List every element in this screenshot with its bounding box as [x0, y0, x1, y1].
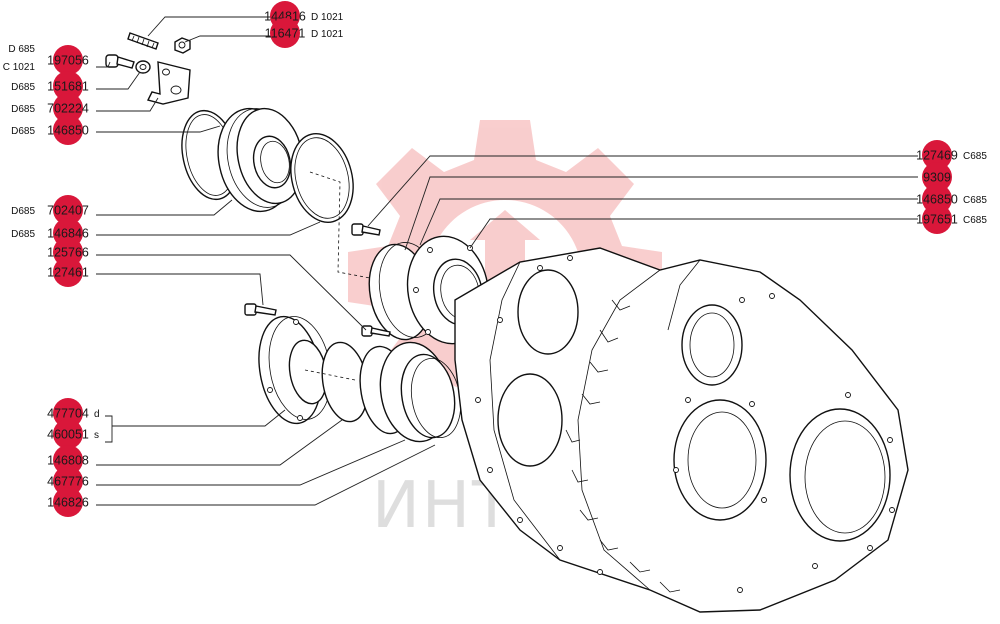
callout-dot	[53, 195, 83, 225]
callout-c12: 460051 s	[47, 419, 99, 449]
callout-reference: D 685	[8, 44, 35, 55]
callout-c10: 127461	[47, 257, 89, 287]
callout-part-number: 127469	[916, 149, 958, 163]
callout-part-number: 460051	[47, 428, 89, 442]
callout-reference: D685	[11, 229, 35, 240]
callout-part-number: 9309	[923, 171, 951, 185]
callout-part-number: 146826	[47, 496, 89, 510]
callout-c15: 146826	[47, 487, 89, 517]
bolt-lower-left	[244, 303, 277, 316]
callout-part-number: 146850	[916, 193, 958, 207]
callout-reference: s	[94, 430, 99, 441]
callout-dot	[53, 466, 83, 496]
callout-part-number: 477704	[47, 407, 89, 421]
callout-part-number: 144816	[264, 10, 306, 24]
callout-dot	[53, 445, 83, 475]
callout-reference: D 1021	[311, 29, 344, 40]
callout-dot	[53, 71, 83, 101]
callout-dot	[270, 18, 300, 48]
leader-lines	[96, 16, 918, 506]
callout-c13: 146808	[47, 445, 89, 475]
gear-case-housing	[454, 247, 909, 613]
callout-reference: D685	[11, 206, 35, 217]
callout-reference: C685	[963, 151, 987, 162]
bearing-cage-lower	[359, 341, 462, 443]
callout-dot	[53, 45, 83, 75]
callout-part-number: 151681	[47, 80, 89, 94]
nut	[174, 37, 191, 54]
callout-c19: 197651 C685	[916, 204, 987, 234]
callout-reference: D685	[11, 126, 35, 137]
callout-part-number: 125766	[47, 246, 89, 260]
callout-c16: 127469 C685	[916, 140, 987, 170]
callout-reference-secondary: C 1021	[3, 62, 36, 73]
callout-c4: 151681 D685	[11, 71, 89, 101]
callout-dot	[922, 204, 952, 234]
callout-reference: C685	[963, 215, 987, 226]
callout-dot	[53, 115, 83, 145]
callout-reference: C685	[963, 195, 987, 206]
callout-reference: d	[94, 409, 100, 420]
callout-c3: 197056 D 685 C 1021	[3, 44, 89, 75]
callout-dot	[53, 93, 83, 123]
callout-part-number: 146850	[47, 124, 89, 138]
callout-dot	[53, 419, 83, 449]
screw	[105, 54, 135, 69]
callout-reference: D 1021	[311, 12, 344, 23]
bearing-cover-upper	[217, 107, 304, 213]
bearing-cover-lower	[258, 315, 332, 425]
callout-reference: D685	[11, 82, 35, 93]
callout-part-number: 116471	[265, 27, 306, 41]
callout-dot	[922, 162, 952, 192]
callout-part-number: 146846	[47, 227, 89, 241]
stud-bolt	[127, 32, 159, 50]
callout-c6: 146850 D685	[11, 115, 89, 145]
callout-c2: 116471 D 1021	[265, 18, 344, 48]
callout-dot	[53, 398, 83, 428]
bracket-plate	[146, 61, 191, 105]
part-callouts: 144816 D 1021 116471 D 1021 197056 D 685 C 102…	[3, 1, 987, 517]
callout-part-number: 702407	[47, 204, 89, 218]
bolt-upper	[351, 223, 381, 236]
callout-part-number: 127461	[47, 266, 89, 280]
callout-c7: 702407 D685	[11, 195, 89, 225]
callout-part-number: 197056	[47, 54, 89, 68]
callout-c11: 477704 d	[47, 398, 100, 428]
washer	[135, 60, 151, 74]
callout-part-number: 702224	[47, 102, 89, 116]
callout-part-number: 197651	[916, 213, 958, 227]
callout-part-number: 467776	[47, 475, 89, 489]
callout-part-number: 146808	[47, 454, 89, 468]
assembly-axis-lines	[304, 171, 371, 381]
parts-drawing	[105, 32, 909, 613]
callout-c14: 467776	[47, 466, 89, 496]
callout-reference: D685	[11, 104, 35, 115]
callout-c5: 702224 D685	[11, 93, 89, 123]
callout-dot	[922, 140, 952, 170]
callout-dot	[53, 257, 83, 287]
callout-c17: 9309	[922, 162, 952, 192]
o-ring-upper-right	[290, 133, 354, 223]
callout-dot	[53, 487, 83, 517]
